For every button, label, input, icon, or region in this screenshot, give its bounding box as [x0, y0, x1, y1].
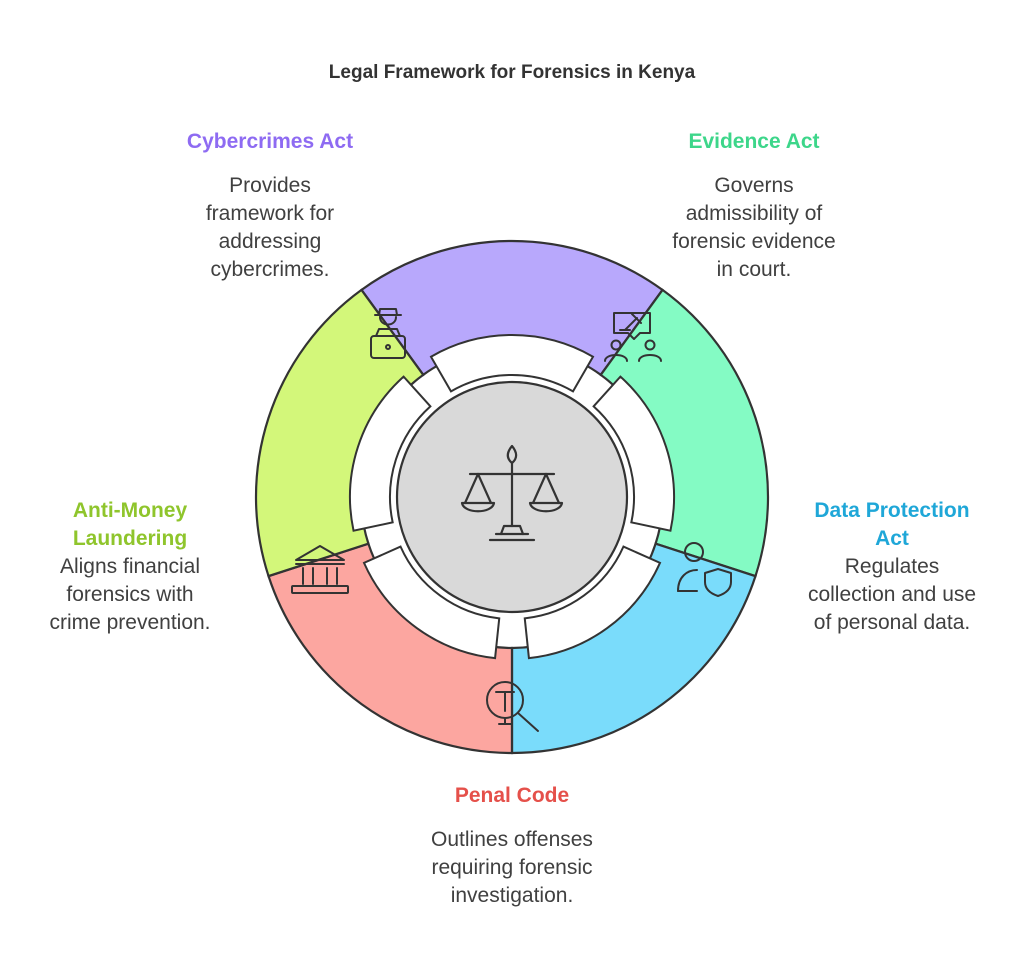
- penal-code-description: Outlines offenses requiring forensic inv…: [392, 826, 632, 910]
- ring-gap-band: [362, 545, 501, 660]
- desc-line: Regulates: [844, 555, 940, 578]
- cybercrimes-act-title: Cybercrimes Act: [186, 130, 354, 153]
- anti-money-laundering-description: Aligns financial forensics with crime pr…: [20, 553, 240, 637]
- penal-code-block: Penal Code Outlines offenses requiring f…: [392, 782, 632, 910]
- desc-line: addressing: [218, 230, 322, 253]
- ring-gaps: [349, 334, 675, 660]
- desc-line: investigation.: [450, 884, 574, 907]
- title-line: Anti-Money: [72, 499, 188, 522]
- anti-money-laundering-block: Anti-Money Laundering Aligns financial f…: [20, 497, 240, 637]
- desc-line: of personal data.: [813, 611, 971, 634]
- desc-line: Provides: [229, 174, 311, 197]
- desc-line: requiring forensic: [431, 856, 593, 879]
- desc-line: Governs: [714, 174, 794, 197]
- court-hearing-icon: [604, 312, 662, 362]
- title-line: Data Protection: [814, 499, 970, 522]
- desc-line: forensic evidence: [672, 230, 836, 253]
- data-protection-act-description: Regulates collection and use of personal…: [782, 553, 1002, 637]
- penal-code-title: Penal Code: [454, 784, 570, 807]
- magnifier-t-icon: [486, 681, 539, 732]
- cybercrimes-act-block: Cybercrimes Act Provides framework for a…: [150, 128, 390, 284]
- desc-line: cybercrimes.: [210, 258, 330, 281]
- desc-line: collection and use: [807, 583, 977, 606]
- desc-line: crime prevention.: [49, 611, 211, 634]
- diagram-title: Legal Framework for Forensics in Kenya: [328, 62, 696, 83]
- hacker-laptop-icon: [370, 308, 406, 359]
- ring-gap-band: [523, 545, 662, 660]
- desc-line: forensics with: [66, 583, 194, 606]
- evidence-act-title: Evidence Act: [688, 130, 820, 153]
- desc-line: Outlines offenses: [431, 828, 593, 851]
- desc-line: framework for: [205, 202, 335, 225]
- evidence-act-description: Governs admissibility of forensic eviden…: [634, 172, 874, 284]
- ring-gap-band: [592, 375, 675, 532]
- desc-line: in court.: [716, 258, 792, 281]
- title-line: Act: [875, 527, 909, 550]
- ring-gap-band: [349, 375, 432, 532]
- title-line: Laundering: [72, 527, 188, 550]
- bank-building-icon: [291, 545, 349, 594]
- scales-of-justice-icon: [460, 444, 564, 542]
- desc-line: admissibility of: [685, 202, 823, 225]
- user-shield-icon: [677, 542, 732, 597]
- data-protection-act-block: Data Protection Act Regulates collection…: [782, 497, 1002, 637]
- ring-gap-band: [429, 334, 595, 393]
- evidence-act-block: Evidence Act Governs admissibility of fo…: [634, 128, 874, 284]
- desc-line: Aligns financial: [59, 555, 201, 578]
- data-protection-act-title: Data Protection Act: [782, 497, 1002, 553]
- anti-money-laundering-title: Anti-Money Laundering: [20, 497, 240, 553]
- cybercrimes-act-description: Provides framework for addressing cyberc…: [150, 172, 390, 284]
